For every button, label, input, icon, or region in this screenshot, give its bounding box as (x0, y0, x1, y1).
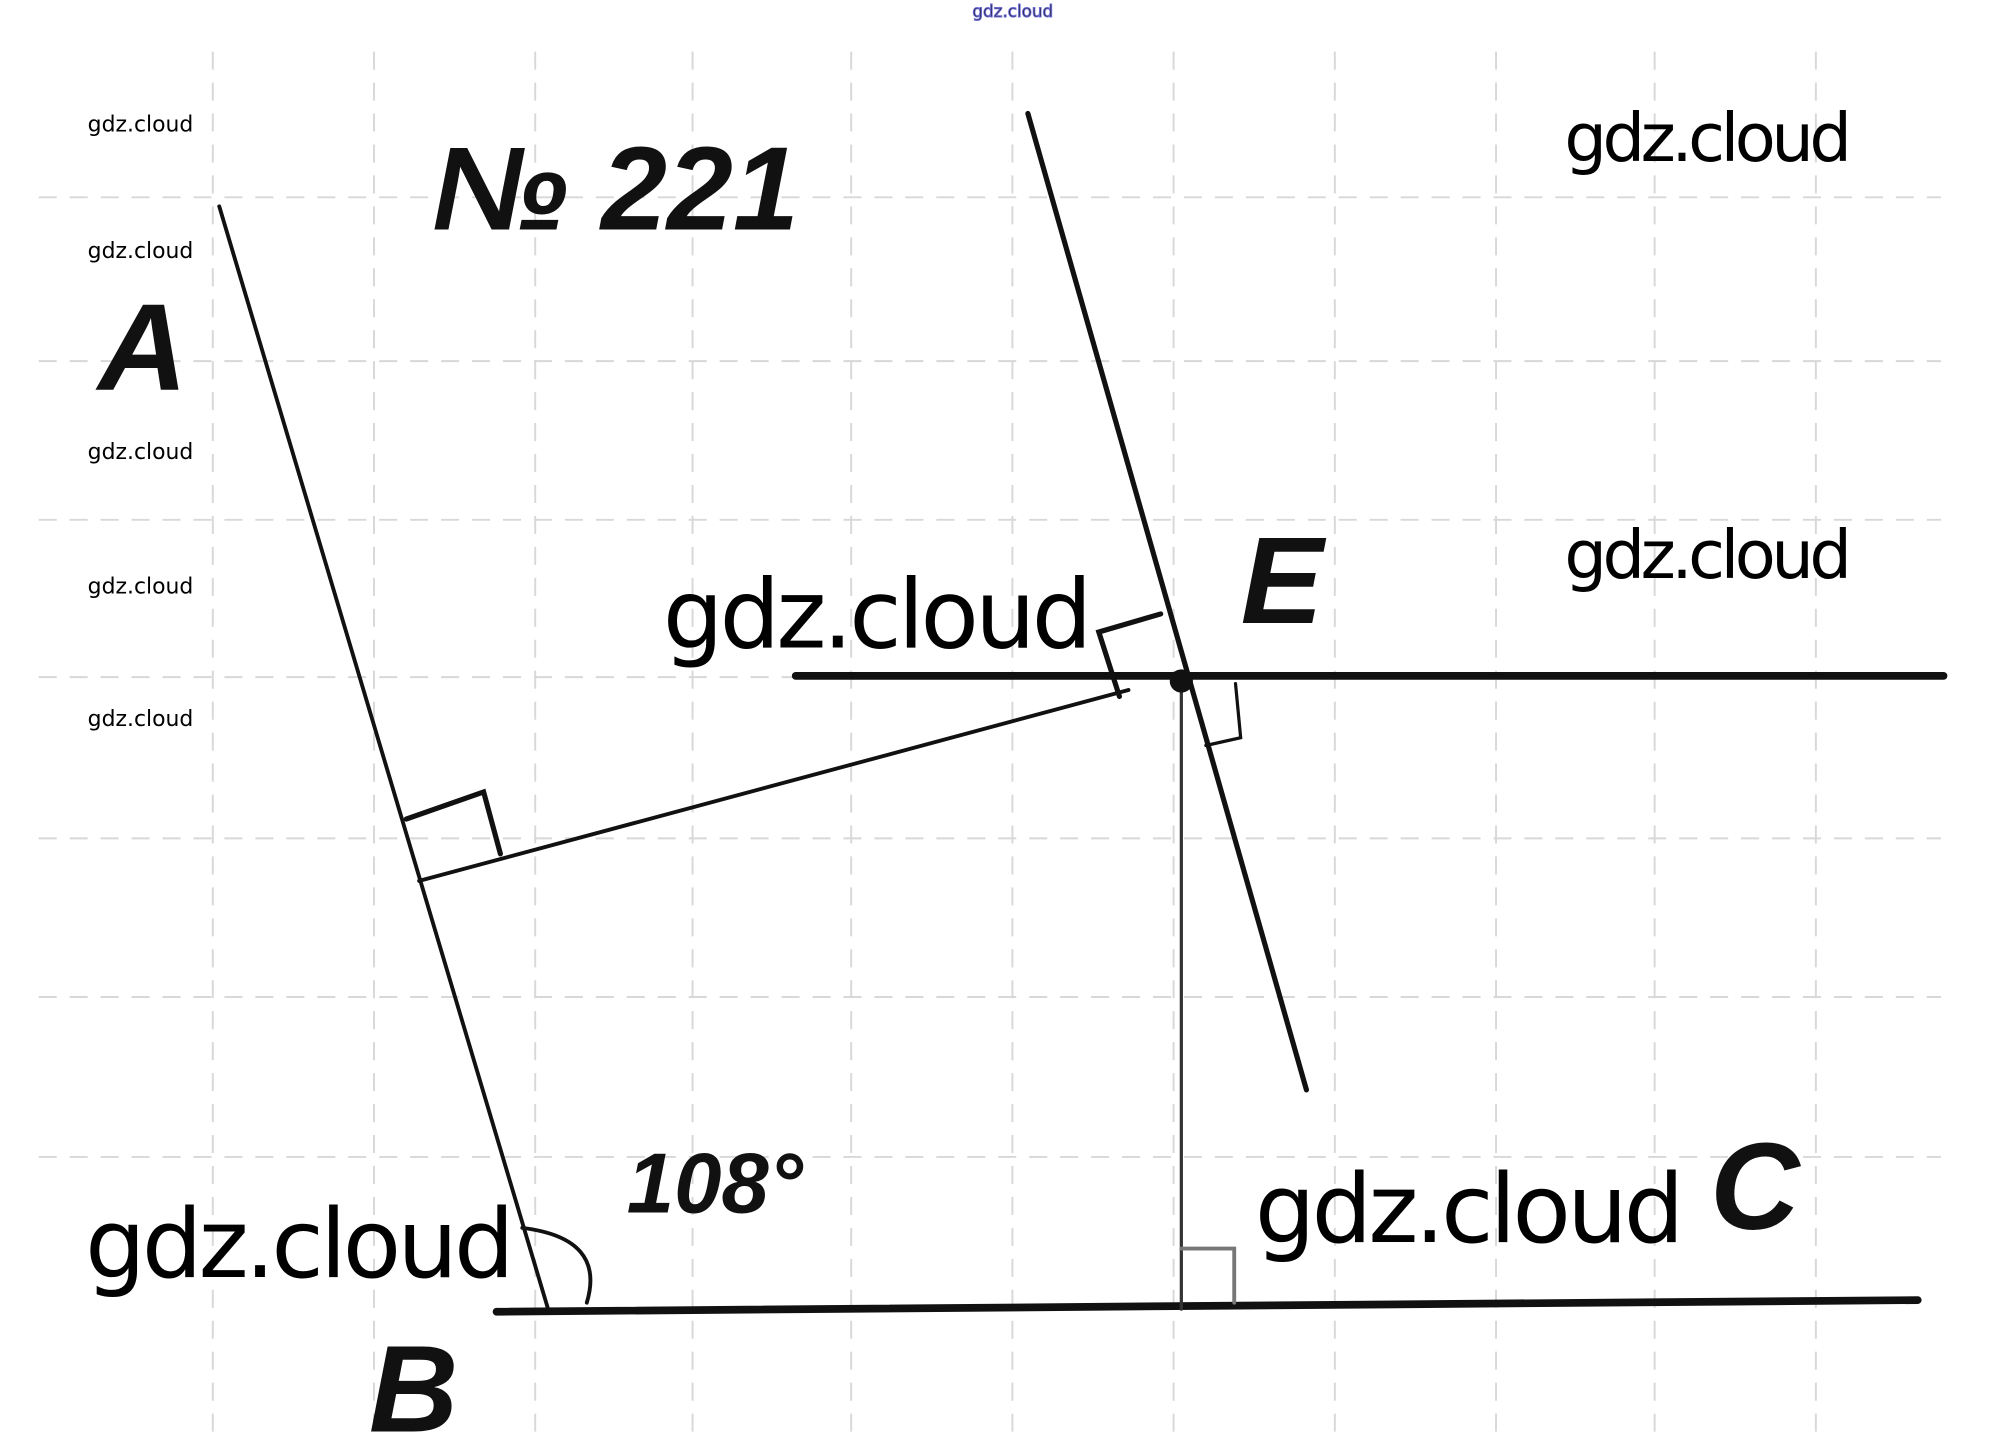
label-point-c: C (1710, 1118, 1801, 1256)
grid-paper (38, 51, 1941, 1432)
watermark-large: gdz.cloud (85, 1188, 514, 1300)
perpendicular-to-ab (417, 688, 1131, 883)
watermark-small: gdz.cloud (88, 440, 194, 465)
watermark-large: gdz.cloud (1564, 99, 1852, 177)
angle-label-108: 108° (627, 1136, 804, 1231)
line-through-e-oblique (1025, 110, 1310, 1093)
watermark-top: gdz.cloud (972, 1, 1053, 21)
angle-mark-e-small (1204, 681, 1243, 748)
label-point-e: E (1241, 512, 1327, 650)
watermark-large: gdz.cloud (1564, 516, 1852, 594)
problem-number: № 221 (432, 124, 799, 256)
line-bc (492, 1296, 1922, 1316)
right-angle-mark-bc (1179, 1246, 1237, 1305)
watermark-small: gdz.cloud (88, 574, 194, 599)
watermark-large: gdz.cloud (663, 558, 1092, 670)
right-angle-mark-e (1095, 611, 1164, 700)
watermark-small: gdz.cloud (88, 239, 194, 264)
point-e (1169, 669, 1193, 693)
label-point-b: B (369, 1321, 458, 1451)
line-ab (217, 204, 551, 1312)
angle-arc-b (520, 1225, 593, 1305)
watermark-large: gdz.cloud (1255, 1153, 1684, 1265)
right-angle-mark-ab (403, 788, 503, 857)
watermark-small: gdz.cloud (88, 113, 194, 138)
watermark-small: gdz.cloud (88, 707, 194, 732)
label-point-a: A (95, 279, 187, 417)
